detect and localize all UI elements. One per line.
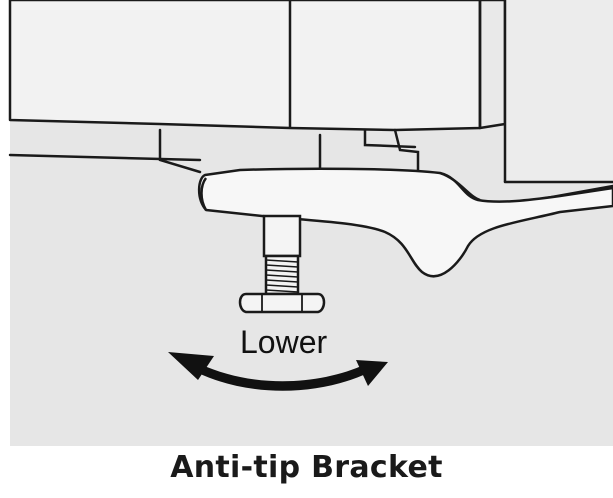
figure-caption: Anti-tip Bracket <box>170 450 443 485</box>
leg-foot <box>238 292 326 314</box>
thread-lines <box>265 259 299 293</box>
anti-tip-bracket <box>197 167 613 278</box>
lower-label: Lower <box>240 324 328 360</box>
appliance-cabinet <box>8 0 613 185</box>
curved-arrow-icon <box>168 352 388 391</box>
leveling-leg <box>238 214 326 314</box>
leg-stem <box>262 214 302 258</box>
